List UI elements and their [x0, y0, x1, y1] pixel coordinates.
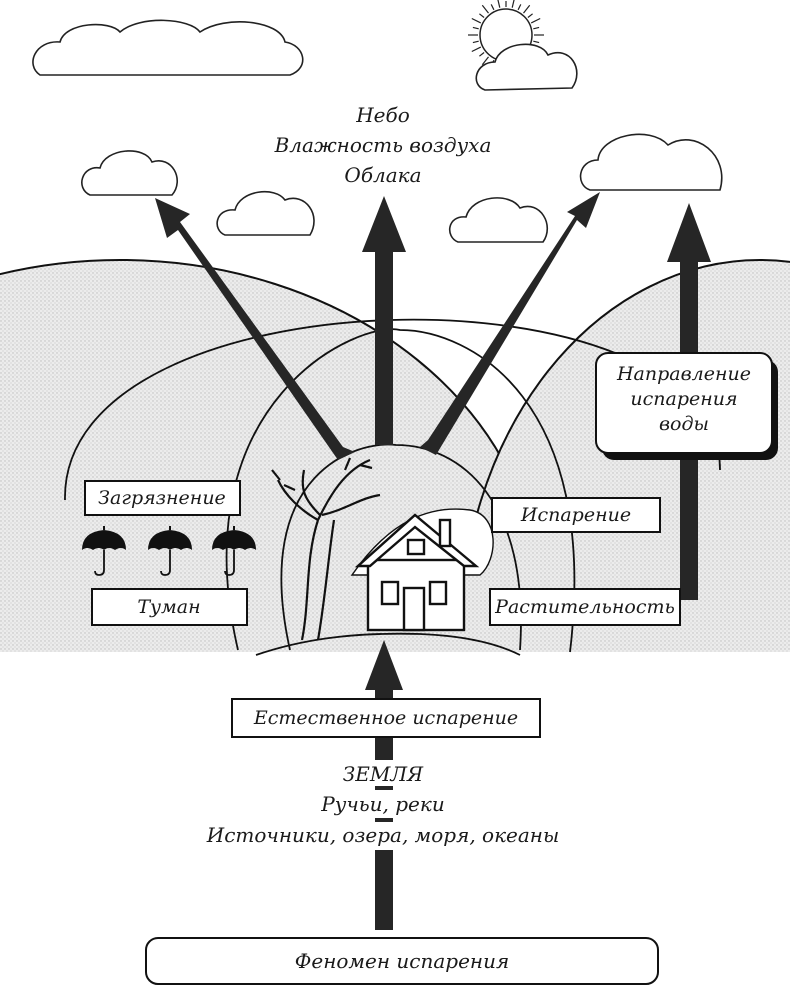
vegetation-box: Растительность: [489, 588, 681, 626]
umbrella-icon: [212, 526, 256, 576]
umbrella-icon: [148, 526, 192, 576]
earth-text: ЗЕМЛЯ Ручьи, реки Источники, озера, моря…: [205, 760, 559, 850]
sky-label: Небо: [355, 103, 410, 127]
evaporation-box: Испарение: [491, 497, 661, 533]
pollution-label: Загрязнение: [98, 487, 226, 509]
direction-line1: Направление: [616, 363, 751, 385]
arrow-icon: [155, 198, 355, 460]
arrow-icon: [362, 196, 406, 445]
title-box: Феномен испарения: [145, 937, 659, 985]
clouds-label: Облака: [344, 163, 421, 187]
cloud-icon: [449, 197, 549, 243]
tree-icon: [255, 457, 521, 656]
water-sources-label: Источники, озера, моря, океаны: [206, 823, 560, 847]
umbrella-icon: [82, 526, 126, 576]
house-icon: [350, 508, 494, 632]
direction-line2: испарения: [630, 388, 737, 410]
vegetation-label: Растительность: [494, 596, 675, 618]
cloud-icon: [475, 43, 578, 91]
natural-evaporation-label: Естественное испарение: [253, 707, 518, 729]
diagram-title: Феномен испарения: [295, 949, 509, 973]
earth-label: ЗЕМЛЯ: [343, 762, 424, 786]
direction-box: Направление испарения воды: [595, 352, 778, 460]
evaporation-label: Испарение: [520, 504, 631, 526]
natural-evaporation-box: Естественное испарение: [231, 698, 541, 738]
pollution-box: Загрязнение: [84, 480, 241, 516]
arrow-icon: [420, 192, 600, 455]
cloud-icon: [32, 19, 304, 76]
cloud-icon: [579, 133, 723, 191]
direction-line3: воды: [659, 413, 709, 435]
cloud-icon: [216, 191, 315, 236]
air-humidity-label: Влажность воздуха: [274, 133, 492, 157]
fog-label: Туман: [137, 596, 200, 618]
streams-rivers-label: Ручьи, реки: [320, 792, 444, 816]
fog-box: Туман: [91, 588, 248, 626]
cloud-icon: [81, 150, 178, 196]
